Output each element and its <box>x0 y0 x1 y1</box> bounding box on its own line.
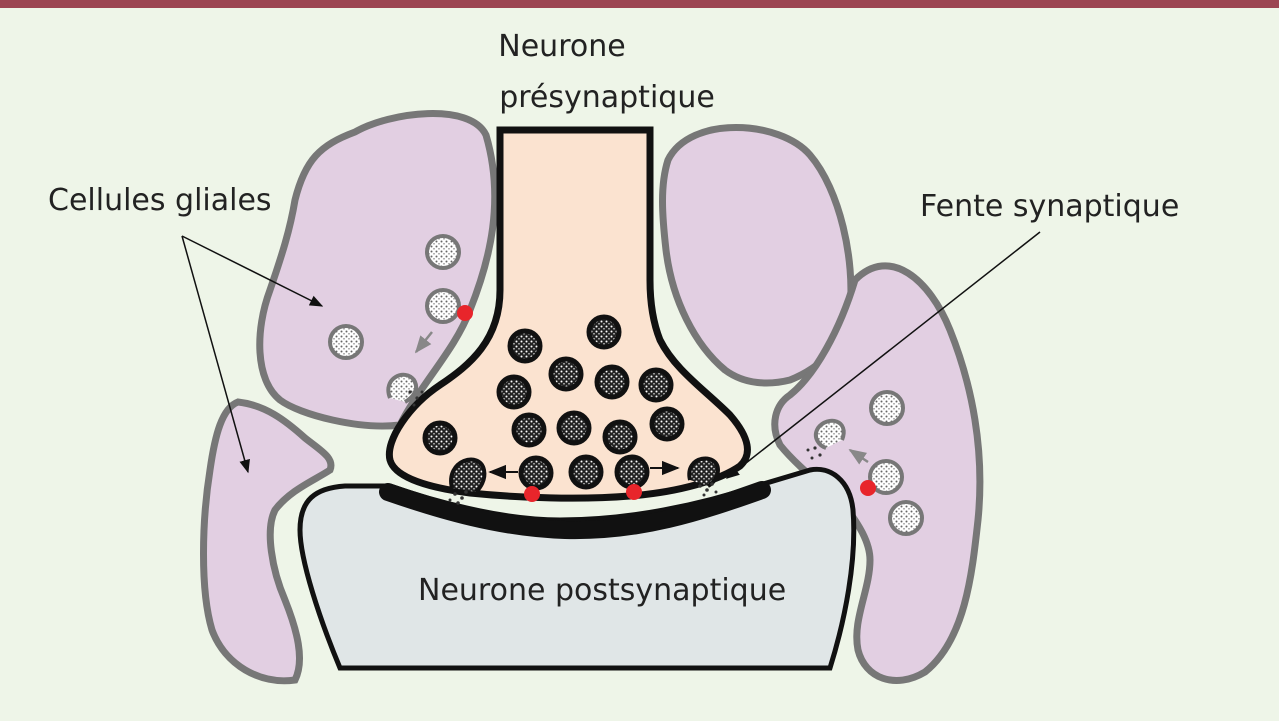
synaptic-vesicles <box>422 314 685 491</box>
synaptic-vesicle <box>422 420 458 456</box>
presynaptic-neuron <box>385 126 751 502</box>
label-postsynaptic: Neurone postsynaptique <box>418 573 786 608</box>
synaptic-vesicle <box>507 328 543 364</box>
label-presynaptic-line2: présynaptique <box>499 80 715 115</box>
postsynaptic-neuron <box>297 466 857 671</box>
glial-vesicle <box>869 390 905 426</box>
synaptic-vesicle <box>556 410 592 446</box>
synaptic-vesicle <box>568 454 604 490</box>
arrow-glial-right <box>848 448 869 465</box>
glial-vesicles <box>328 234 924 536</box>
release-marker <box>860 480 876 496</box>
synaptic-vesicle <box>649 406 685 442</box>
pointer-glial-upper <box>181 235 324 307</box>
synaptic-vesicle <box>586 314 622 350</box>
glial-vesicle <box>888 500 924 536</box>
synaptic-vesicle <box>614 454 650 490</box>
release-markers <box>457 305 876 502</box>
synaptic-vesicle <box>518 455 554 491</box>
label-glial-cells: Cellules gliales <box>48 183 272 218</box>
synaptic-vesicle <box>594 364 630 400</box>
label-pointers <box>181 231 1041 479</box>
glial-cell-upper-left <box>256 110 499 430</box>
synaptic-vesicle <box>602 419 638 455</box>
label-synaptic-cleft: Fente synaptique <box>920 189 1179 224</box>
exocytosis-openings <box>386 372 846 494</box>
glial-vesicle <box>868 459 904 495</box>
glial-exocytosis-left <box>386 372 419 404</box>
release-marker <box>524 486 540 502</box>
synaptic-vesicle <box>496 374 532 410</box>
exocytosis-vesicle-left <box>449 457 487 494</box>
pointer-glial-lower <box>181 235 250 474</box>
release-marker <box>626 484 642 500</box>
released-transmitter <box>408 390 822 505</box>
pointer-synaptic-cleft <box>725 231 1041 479</box>
arrow-glial-left <box>414 331 433 354</box>
glial-vesicle <box>328 324 364 360</box>
vesicle-movement-arrows <box>414 331 869 480</box>
synaptic-vesicle <box>511 412 547 448</box>
postsynaptic-density <box>379 481 771 540</box>
header-bar <box>0 0 1279 8</box>
synaptic-vesicle <box>548 356 584 392</box>
glial-vesicle <box>425 234 461 270</box>
label-presynaptic-line1: Neurone <box>498 29 625 64</box>
glial-cell-lower-left <box>200 398 335 685</box>
release-marker <box>457 305 473 321</box>
glial-vesicle <box>425 288 461 324</box>
glial-cell-upper-right <box>659 124 855 387</box>
synaptic-vesicle <box>638 367 674 403</box>
glial-exocytosis-right <box>813 418 846 450</box>
